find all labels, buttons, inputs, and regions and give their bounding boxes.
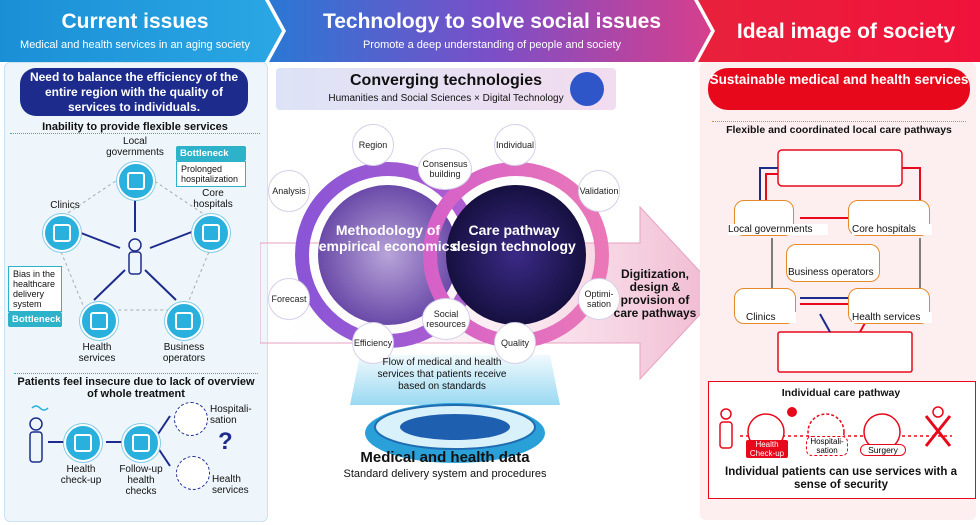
bias-text: Bias in the healthcare delivery system xyxy=(8,266,62,312)
node-label-business-operators: Business operators xyxy=(162,342,206,364)
doctor-icon xyxy=(74,434,92,452)
prolonged-hospitalization-text: Prolonged hospitalization xyxy=(176,161,246,187)
box-label-health-services: Health services xyxy=(852,312,932,323)
header-current-issues-title: Current issues xyxy=(61,10,209,33)
question-mark-icon: ? xyxy=(218,428,233,455)
care-pathway-circle-label: Care pathway design technology xyxy=(452,222,576,254)
word-quality: Quality xyxy=(494,322,536,364)
node-label-clinics: Clinics xyxy=(50,200,80,211)
flow-label-hospitalisation: Hospitali- sation xyxy=(210,404,252,426)
health-services-icon xyxy=(90,312,108,330)
converging-technologies-subtitle: Humanities and Social Sciences × Digital… xyxy=(328,93,564,104)
flow-label-health-services: Health services xyxy=(212,474,249,496)
inability-flexible-title: Inability to provide flexible services xyxy=(10,121,260,134)
government-building-icon xyxy=(127,172,145,190)
prolonged-hospitalization-callout: Bottleneck Prolonged hospitalization xyxy=(176,146,246,187)
flow-label-health-checkup: Health check-up xyxy=(60,464,102,486)
hospital-icon xyxy=(202,224,220,242)
office-building-icon xyxy=(175,312,193,330)
converging-technologies-box xyxy=(276,68,616,110)
flow-label-follow-up: Follow-up health checks xyxy=(119,464,163,497)
step-health-checkup: Health Check-up xyxy=(746,440,788,458)
flow-hospitalisation-node xyxy=(174,402,208,436)
box-label-clinics: Clinics xyxy=(746,312,796,323)
sense-of-security-text: Individual patients can use services wit… xyxy=(725,466,957,491)
flexible-pathways-title: Flexible and coordinated local care path… xyxy=(712,121,966,136)
medical-health-data-title: Medical and health data xyxy=(360,449,530,466)
patient-flow-graphic xyxy=(29,405,171,467)
business-operators-box xyxy=(786,244,880,282)
word-forecast: Forecast xyxy=(268,278,310,320)
individual-pathway-title: Individual care pathway xyxy=(781,387,901,399)
medical-health-data-subtitle: Standard delivery system and procedures xyxy=(343,468,547,480)
word-consensus-building: Consensus building xyxy=(418,148,472,190)
header-banner xyxy=(0,0,980,62)
box-label-business-operators: Business operators xyxy=(788,267,874,278)
core-hospitals-node xyxy=(192,214,230,252)
bottleneck-tag-2: Bottleneck xyxy=(8,312,62,327)
word-validation: Validation xyxy=(578,170,620,212)
technology-badge-icon xyxy=(570,72,604,106)
word-optimisation: Optimi- sation xyxy=(578,278,620,320)
header-technology-title: Technology to solve social issues xyxy=(322,10,662,33)
word-individual: Individual xyxy=(494,124,536,166)
box-label-core-hospitals: Core hospitals xyxy=(852,224,932,235)
header-technology-subtitle: Promote a deep understanding of people a… xyxy=(362,39,622,51)
step-hospitalisation: Hospitali- sation xyxy=(806,436,848,456)
insecure-title: Patients feel insecure due to lack of ov… xyxy=(14,373,258,400)
bias-callout: Bias in the healthcare delivery system B… xyxy=(8,266,62,327)
bottleneck-tag: Bottleneck xyxy=(176,146,246,161)
header-current-issues-subtitle: Medical and health services in an aging … xyxy=(20,39,250,51)
word-analysis: Analysis xyxy=(268,170,310,212)
methodology-circle-label: Methodology of empirical economics xyxy=(318,222,458,254)
word-efficiency: Efficiency xyxy=(352,322,394,364)
clinics-node xyxy=(43,214,81,252)
flow-health-checkup-node xyxy=(64,424,102,462)
node-label-health-services: Health services xyxy=(78,342,116,364)
clipboard-icon xyxy=(132,434,150,452)
word-region: Region xyxy=(352,124,394,166)
business-operators-node xyxy=(165,302,203,340)
word-social-resources: Social resources xyxy=(422,298,470,340)
health-services-node xyxy=(80,302,118,340)
header-ideal-society-title: Ideal image of society xyxy=(736,20,956,43)
node-label-local-governments: Local governments xyxy=(106,136,164,158)
flow-health-services-node xyxy=(176,456,210,490)
node-label-core-hospitals: Core hospitals xyxy=(193,188,233,210)
digitization-arrow-text: Digitization, design & provision of care… xyxy=(613,267,697,320)
step-surgery: Surgery xyxy=(860,444,906,456)
box-label-local-governments: Local governments xyxy=(728,224,828,235)
clinic-icon xyxy=(53,224,71,242)
local-governments-node xyxy=(117,162,155,200)
flow-of-services-text: Flow of medical and health services that… xyxy=(377,357,507,392)
need-balance-callout: Need to balance the efficiency of the en… xyxy=(20,68,248,116)
sustainable-services-title: Sustainable medical and health services xyxy=(708,68,970,110)
converging-technologies-title: Converging technologies xyxy=(349,72,542,89)
care-network-lines xyxy=(759,149,921,373)
flow-follow-up-node xyxy=(122,424,160,462)
